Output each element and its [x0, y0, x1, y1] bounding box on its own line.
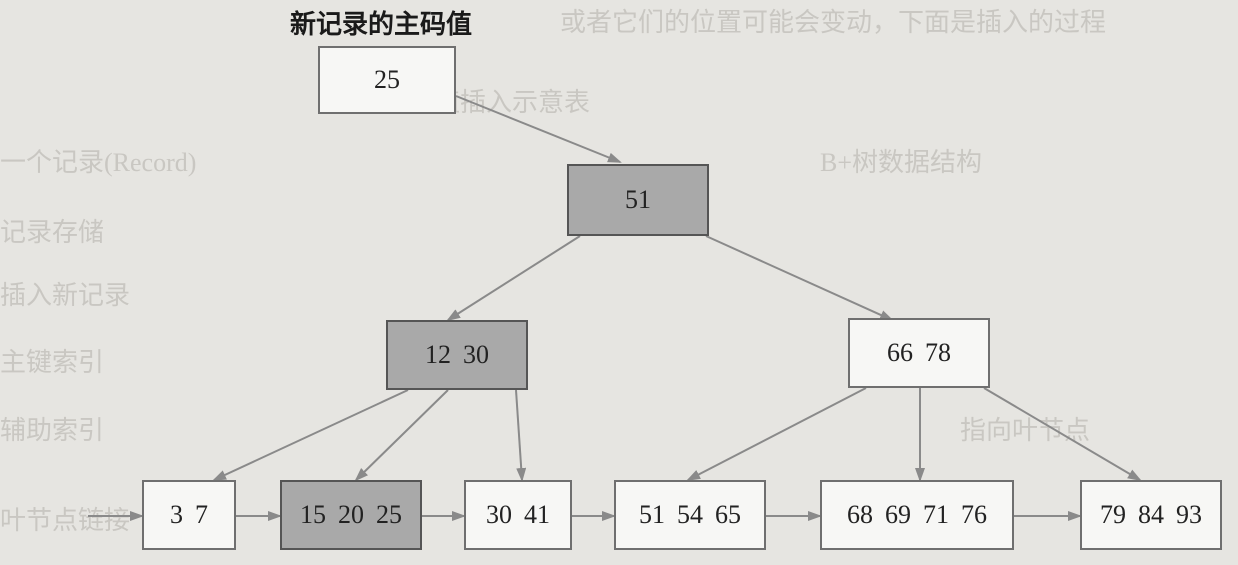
edge-internal-right-to-leaf6 [983, 387, 1142, 482]
edge-new-key-to-root [455, 95, 622, 163]
edge-internal-left-to-leaf2 [354, 389, 449, 482]
new-key-caption: 新记录的主码值 [290, 10, 473, 40]
node-key: 79 [1100, 500, 1126, 529]
node-key: 25 [376, 500, 402, 529]
node-key: 93 [1176, 500, 1202, 529]
bg-line-5: 记录存储 [0, 218, 105, 247]
node-key: 30 [486, 500, 512, 529]
node-key: 66 [887, 338, 913, 367]
edge-root-to-internal-right [705, 235, 894, 321]
edge-root-to-internal-left [446, 235, 581, 322]
root-node: 51 [567, 164, 709, 236]
node-key: 20 [338, 500, 364, 529]
node-key: 51 [625, 185, 651, 214]
bg-line-3: 一个记录(Record) [0, 148, 197, 177]
node-key: 76 [961, 500, 987, 529]
node-key: 51 [639, 500, 665, 529]
leaf-node-4: 51 54 65 [614, 480, 766, 550]
leaf-node-6: 79 84 93 [1080, 480, 1222, 550]
edge-internal-left-to-leaf1 [212, 389, 409, 481]
new-key-node: 25 [318, 46, 456, 114]
leaf-node-2: 15 20 25 [280, 480, 422, 550]
node-key: 41 [524, 500, 550, 529]
edge-internal-left-to-leaf3 [515, 389, 527, 482]
node-key: 3 [170, 500, 183, 529]
bg-line-9: 指向叶节点 [960, 416, 1091, 445]
bg-line-6: 插入新记录 [0, 281, 131, 310]
node-key: 69 [885, 500, 911, 529]
leaf-node-3: 30 41 [464, 480, 572, 550]
node-key: 7 [195, 500, 208, 529]
edge-internal-right-to-leaf4 [686, 387, 867, 481]
node-key: 65 [715, 500, 741, 529]
bg-line-7: 主键索引 [0, 348, 105, 377]
node-key: 12 [425, 340, 451, 369]
bg-line-4: B+树数据结构 [820, 148, 983, 177]
leaf-node-5: 68 69 71 76 [820, 480, 1014, 550]
node-key: 68 [847, 500, 873, 529]
bg-line-1: 或者它们的位置可能会变动，下面是插入的过程 [560, 8, 1107, 37]
node-key: 71 [923, 500, 949, 529]
node-key: 30 [463, 340, 489, 369]
node-key: 78 [925, 338, 951, 367]
bg-line-8: 辅助索引 [0, 416, 105, 445]
bg-line-10: 叶节点链接 [0, 506, 131, 535]
node-key: 84 [1138, 500, 1164, 529]
node-key: 25 [374, 65, 400, 94]
node-key: 54 [677, 500, 703, 529]
internal-node-right: 66 78 [848, 318, 990, 388]
node-key: 15 [300, 500, 326, 529]
internal-node-left: 12 30 [386, 320, 528, 390]
